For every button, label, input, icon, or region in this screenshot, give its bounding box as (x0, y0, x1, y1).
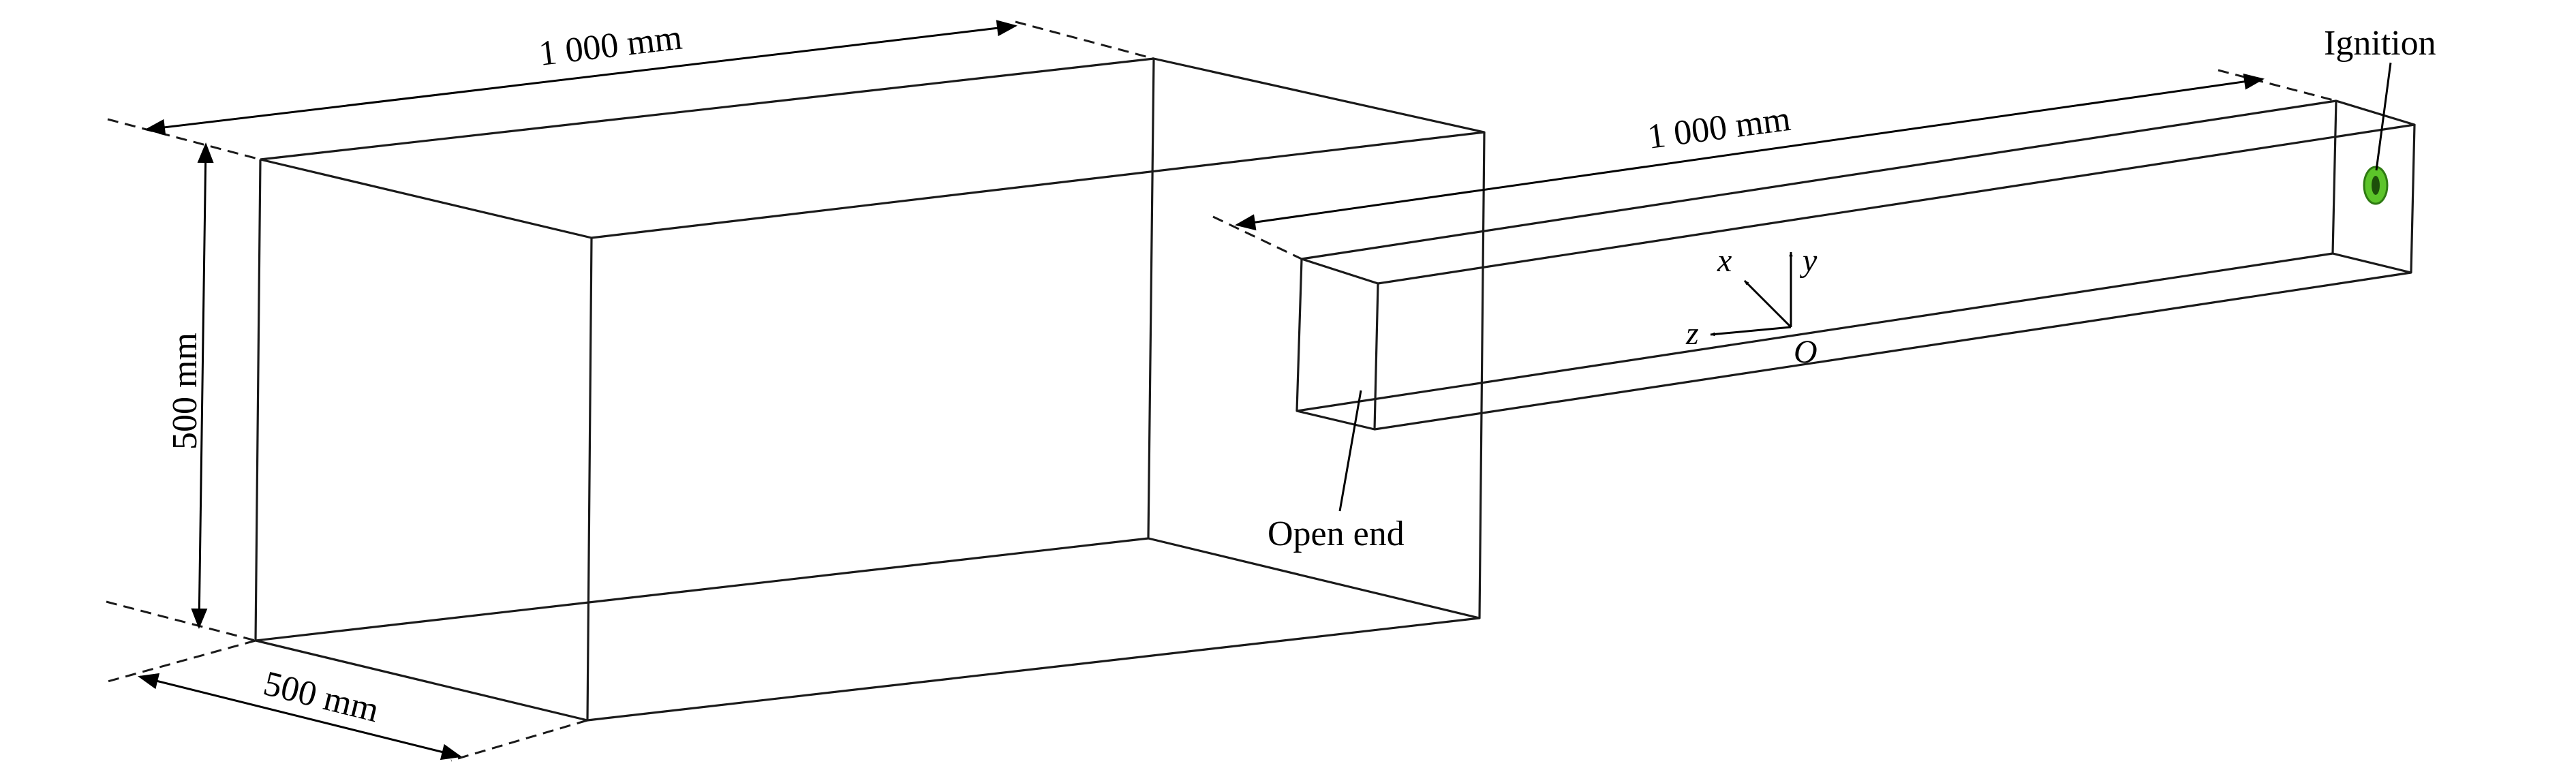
z-axis-arrow (1710, 326, 1792, 337)
x-axis-arrow (1743, 279, 1792, 328)
tube (1295, 99, 2416, 431)
open-end-leader-line (1338, 390, 1362, 512)
large-box-length-label: 1 000 mm (537, 18, 684, 74)
large-box-front-face (254, 158, 593, 722)
large-box-top-face (260, 57, 1486, 239)
open-end-label: Open end (1268, 514, 1405, 553)
tube-far-bottom-edge (2332, 252, 2412, 274)
large-box-back-edges (255, 58, 1155, 642)
ignition-leader-line (2375, 62, 2392, 171)
ignition-marker-group: Ignition (2324, 24, 2436, 205)
origin-label: O (1794, 334, 1818, 370)
y-axis-label: y (1799, 243, 1818, 279)
large-box-right-face (587, 132, 1486, 722)
tube-extension-lines (1212, 69, 2337, 260)
large-box (254, 57, 1486, 722)
z-axis-label: z (1685, 316, 1699, 352)
large-box-height-label: 500 mm (166, 333, 204, 450)
open-end-callout: Open end (1268, 390, 1405, 553)
x-axis-label: x (1717, 243, 1732, 279)
coordinate-axes: x y z O (1685, 243, 1818, 370)
tube-length-dimension: 1 000 mm (1235, 73, 2265, 231)
large-box-length-dimension: 1 000 mm (144, 18, 1017, 136)
large-box-width-label: 500 mm (260, 664, 383, 730)
tube-far-end-face (1374, 124, 2416, 431)
ignition-label: Ignition (2324, 24, 2436, 63)
large-box-extension-lines (106, 20, 1154, 762)
large-box-height-dimension: 500 mm (166, 142, 214, 629)
large-box-back-bottom-edge (1148, 537, 1480, 619)
